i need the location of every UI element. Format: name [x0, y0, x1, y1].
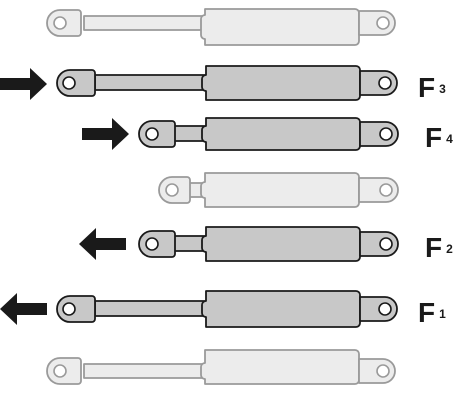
left-eye-hole [62, 76, 76, 90]
right-eye-hole [378, 76, 392, 90]
arrow-left-icon [0, 293, 47, 325]
cylinder-body [201, 226, 361, 262]
cylinder-body [201, 117, 361, 151]
right-eye-hole [379, 183, 393, 197]
left-eye-hole [53, 364, 67, 378]
left-eye-hole [53, 16, 67, 30]
left-eye-hole [145, 237, 159, 251]
left-eye-hole [62, 302, 76, 316]
right-eye-hole [376, 364, 390, 378]
arrow-left-icon [79, 228, 126, 260]
arrow-right-icon [0, 68, 47, 100]
cylinder-body [200, 8, 360, 46]
right-eye-hole [379, 127, 393, 141]
left-eye-hole [145, 127, 159, 141]
piston-rod [83, 363, 207, 379]
gas-spring-4 [158, 172, 399, 208]
right-eye-hole [378, 302, 392, 316]
piston-rod [94, 300, 208, 317]
gas-spring-1 [46, 8, 396, 46]
piston-rod [94, 74, 208, 91]
right-eye-hole [379, 237, 393, 251]
left-eye-hole [165, 183, 179, 197]
left-eye-mount [56, 295, 96, 323]
arrow-right-icon [82, 118, 129, 150]
piston-rod [83, 15, 207, 31]
cylinder-body [200, 349, 360, 385]
right-eye-hole [376, 16, 390, 30]
cylinder-body [201, 65, 361, 101]
gas-spring-7 [46, 349, 396, 385]
left-eye-mount [56, 69, 96, 97]
cylinder-body [201, 290, 361, 328]
cylinder-body [200, 172, 360, 208]
